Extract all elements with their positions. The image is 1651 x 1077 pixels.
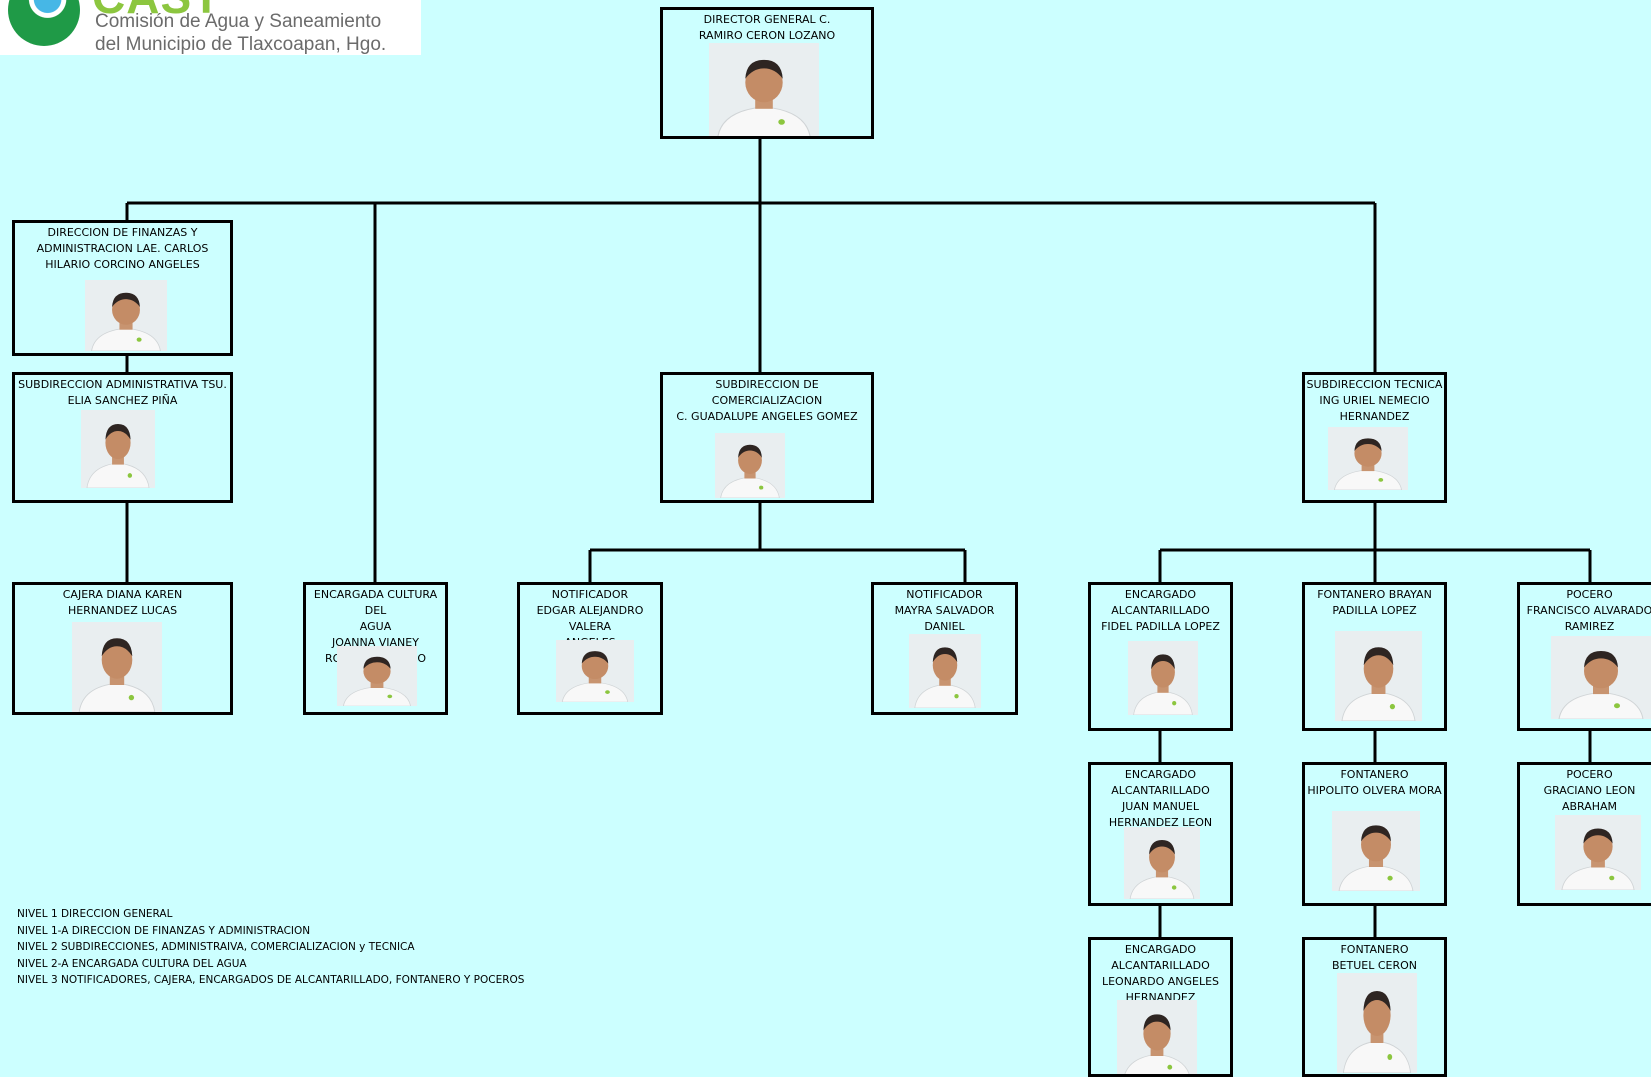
subdireccion-tecnica-photo [1328, 427, 1408, 490]
subdireccion-administrativa-photo [81, 410, 155, 488]
cultura-agua-photo [337, 646, 417, 706]
legend-item: NIVEL 2 SUBDIRECCIONES, ADMINISTRAIVA, C… [17, 941, 415, 953]
pocero-1-box: POCERO FRANCISCO ALVARADO RAMIREZ [1517, 582, 1651, 731]
notificador-2-box: NOTIFICADOR MAYRA SALVADOR DANIEL [871, 582, 1018, 715]
pocero-1-label: POCERO FRANCISCO ALVARADO RAMIREZ [1526, 588, 1651, 633]
subdireccion-administrativa-box: SUBDIRECCION ADMINISTRATIVA TSU. ELIA SA… [12, 372, 233, 503]
legend-item: NIVEL 1 DIRECCION GENERAL [17, 908, 173, 920]
director-general-box: DIRECTOR GENERAL C. RAMIRO CERON LOZANO [660, 7, 874, 139]
fontanero-2-photo [1332, 811, 1420, 891]
levels-legend: NIVEL 1 DIRECCION GENERAL NIVEL 1-A DIRE… [17, 906, 524, 989]
pocero-2-photo [1555, 815, 1641, 890]
cast-logo: CAST Comisión de Agua y Saneamiento del … [0, 0, 421, 55]
logo-line-2: del Municipio de Tlaxcoapan, Hgo. [95, 34, 387, 55]
legend-item: NIVEL 1-A DIRECCION DE FINANZAS Y ADMINI… [17, 924, 311, 937]
alcantarillado-1-photo [1128, 641, 1198, 715]
fontanero-3-photo [1337, 973, 1417, 1073]
notificador-1-box: NOTIFICADOR EDGAR ALEJANDRO VALERA ANGEL… [517, 582, 663, 715]
cajera-label: CAJERA DIANA KAREN HERNANDEZ LUCAS [62, 588, 183, 617]
alcantarillado-1-box: ENCARGADO ALCANTARILLADO FIDEL PADILLA L… [1088, 582, 1233, 731]
director-photo [709, 43, 819, 136]
director-general-label: DIRECTOR GENERAL C. RAMIRO CERON LOZANO [698, 13, 836, 42]
fontanero-1-label: FONTANERO BRAYAN PADILLA LOPEZ [1317, 588, 1432, 617]
finanzas-label: DIRECCION DE FINANZAS Y ADMINISTRACION L… [36, 226, 209, 271]
pocero-1-photo [1551, 636, 1651, 719]
subdireccion-administrativa-label: SUBDIRECCION ADMINISTRATIVA TSU. ELIA SA… [18, 378, 227, 407]
finanzas-box: DIRECCION DE FINANZAS Y ADMINISTRACION L… [12, 220, 233, 356]
subdireccion-tecnica-box: SUBDIRECCION TECNICA ING URIEL NEMECIO H… [1302, 372, 1447, 503]
pocero-2-label: POCERO GRACIANO LEON ABRAHAM [1543, 768, 1636, 813]
subdireccion-comercializacion-photo [715, 433, 785, 498]
alcantarillado-1-label: ENCARGADO ALCANTARILLADO FIDEL PADILLA L… [1101, 588, 1220, 633]
finanzas-photo [85, 280, 167, 351]
alcantarillado-2-photo [1124, 827, 1200, 899]
subdireccion-tecnica-label: SUBDIRECCION TECNICA ING URIEL NEMECIO H… [1306, 378, 1443, 423]
cajera-photo [72, 622, 162, 712]
pocero-2-box: POCERO GRACIANO LEON ABRAHAM [1517, 762, 1651, 906]
notificador-2-label: NOTIFICADOR MAYRA SALVADOR DANIEL [894, 588, 995, 633]
alcantarillado-3-label: ENCARGADO ALCANTARILLADO LEONARDO ANGELE… [1101, 943, 1220, 1004]
alcantarillado-3-photo [1117, 1000, 1197, 1074]
notificador-2-photo [909, 634, 981, 708]
subdireccion-comercializacion-label: SUBDIRECCION DE COMERCIALIZACION C. GUAD… [676, 378, 858, 423]
logo-line-1: Comisión de Agua y Saneamiento [95, 11, 382, 32]
alcantarillado-3-box: ENCARGADO ALCANTARILLADO LEONARDO ANGELE… [1088, 937, 1233, 1077]
notificador-1-photo [556, 640, 634, 702]
subdireccion-comercializacion-box: SUBDIRECCION DE COMERCIALIZACION C. GUAD… [660, 372, 874, 503]
fontanero-2-label: FONTANERO HIPOLITO OLVERA MORA [1307, 768, 1442, 797]
fontanero-3-box: FONTANERO BETUEL CERON PEDRAZA [1302, 937, 1447, 1077]
cajera-box: CAJERA DIANA KAREN HERNANDEZ LUCAS [12, 582, 233, 715]
fontanero-1-box: FONTANERO BRAYAN PADILLA LOPEZ [1302, 582, 1447, 731]
alcantarillado-2-label: ENCARGADO ALCANTARILLADO JUAN MANUEL HER… [1108, 768, 1213, 829]
fontanero-2-box: FONTANERO HIPOLITO OLVERA MORA [1302, 762, 1447, 906]
logo-brand: CAST [92, 0, 221, 24]
legend-item: NIVEL 3 NOTIFICADORES, CAJERA, ENCARGADO… [17, 974, 525, 986]
alcantarillado-2-box: ENCARGADO ALCANTARILLADO JUAN MANUEL HER… [1088, 762, 1233, 906]
fontanero-1-photo [1335, 631, 1422, 721]
legend-item: NIVEL 2-A ENCARGADA CULTURA DEL AGUA [17, 957, 247, 970]
cultura-agua-box: ENCARGADA CULTURA DEL AGUA JOANNA VIANEY… [303, 582, 448, 715]
